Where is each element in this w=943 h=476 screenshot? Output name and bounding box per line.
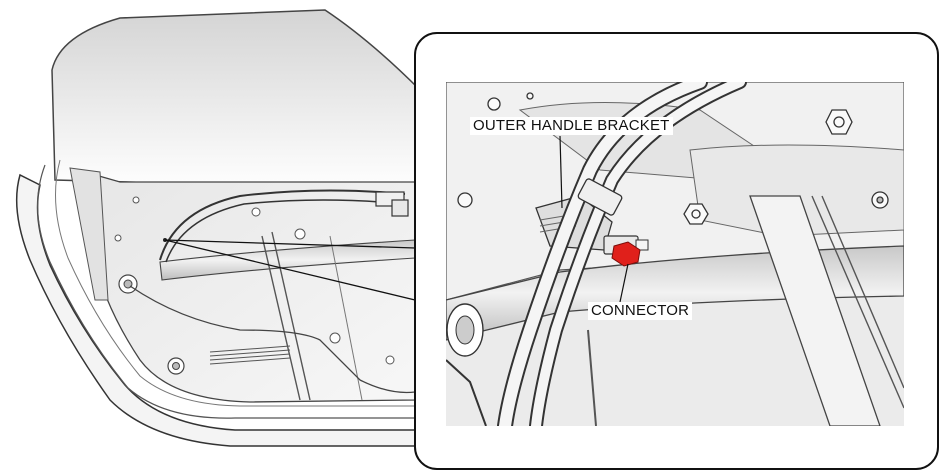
connector-highlight	[611, 241, 641, 267]
zoom-leader-lower	[164, 239, 416, 301]
outer-handle-bracket-label: OUTER HANDLE BRACKET	[470, 117, 673, 135]
window-glass	[51, 9, 421, 191]
connector-label: CONNECTOR	[588, 302, 693, 320]
zoom-leader-upper	[164, 239, 416, 249]
door-overview	[15, 9, 421, 447]
